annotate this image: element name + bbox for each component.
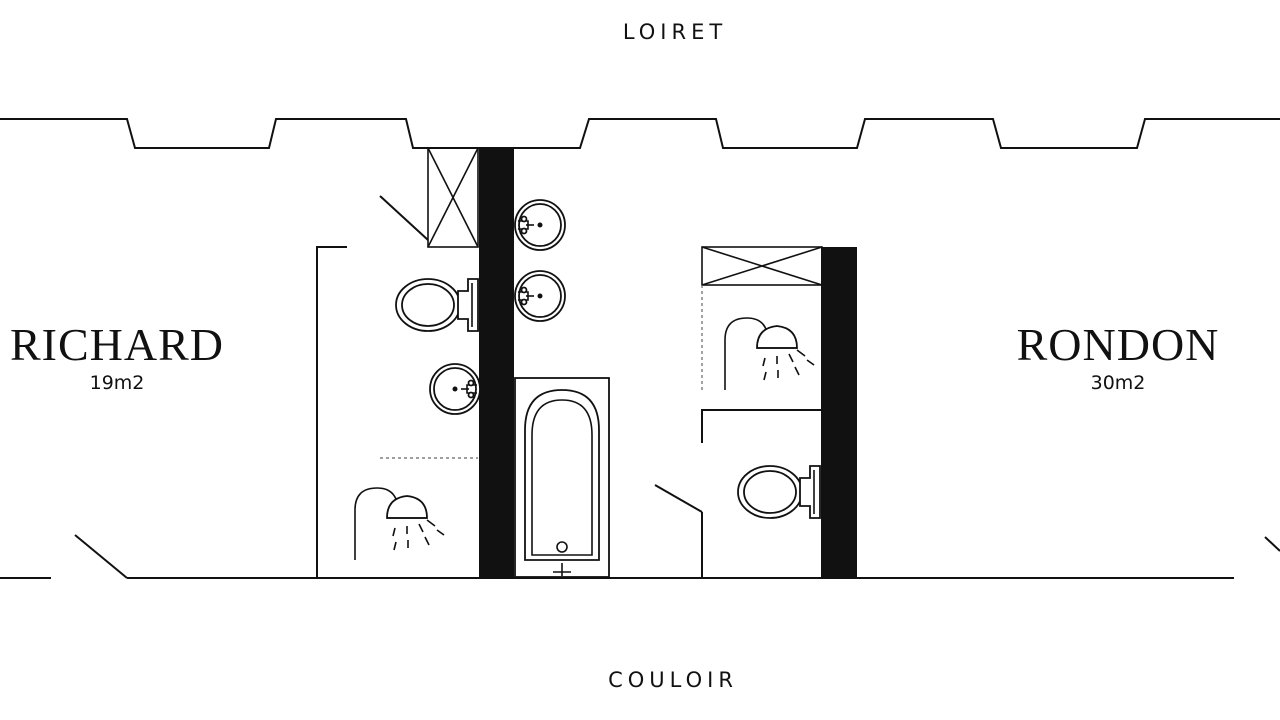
sink-icon: [429, 363, 481, 415]
room-name-richard: RICHARD: [10, 319, 224, 370]
room-area-rondon: 30m2: [1091, 372, 1146, 394]
right-thick-wall: [821, 247, 857, 578]
door-swing-richard: [74, 534, 128, 579]
top-facade-wall: [0, 118, 1280, 149]
sink-icon: [514, 270, 566, 322]
street-label-bottom: COULOIR: [608, 668, 738, 692]
left-closet: [427, 147, 479, 248]
left-bath-door: [379, 195, 429, 241]
toilet-icon: [737, 465, 821, 519]
right-wc-door: [654, 484, 703, 513]
street-label-top: LOIRET: [623, 20, 727, 44]
sink-icon: [514, 199, 566, 251]
bathtub-icon: [514, 377, 610, 578]
shower-icon: [724, 317, 815, 391]
door-swing-rondon: [1264, 536, 1280, 552]
toilet-icon: [395, 278, 479, 332]
central-thick-wall: [479, 148, 514, 578]
right-wc-partition: [701, 409, 822, 443]
shower-icon: [354, 487, 445, 561]
room-name-rondon: RONDON: [1017, 319, 1220, 370]
left-bath-partition: [316, 246, 347, 578]
room-area-richard: 19m2: [90, 372, 145, 394]
